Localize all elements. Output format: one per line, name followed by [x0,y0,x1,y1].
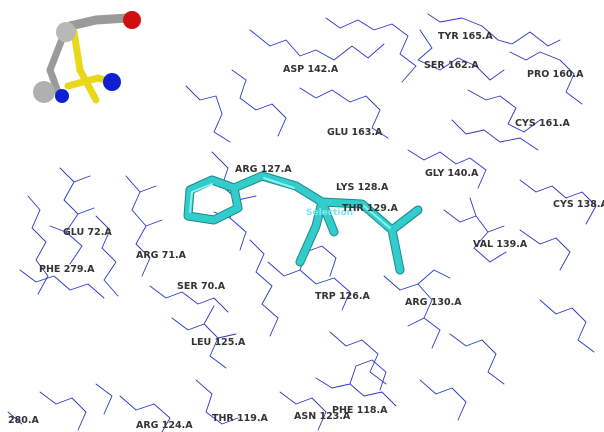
wire-trp126 [267,261,351,311]
wire-cys161 [467,89,541,133]
residue-label-arg124: ARG 124.A [136,420,193,431]
inset-bond-top [65,13,133,31]
residue-label-val139: VAL 139.A [473,239,528,250]
residue-label-asn123: ASN 123.A [294,411,351,422]
wire-bottom-right [419,379,467,421]
wire-phe279 [19,269,105,299]
residue-label-pro160: PRO 160.A [527,69,584,80]
wire-center-chain [249,239,279,337]
residue-wireframes [7,13,597,432]
wire-val139 [443,209,507,263]
residue-label-lys128: LYS 128.A [336,182,389,193]
wire-glu163 [299,87,389,139]
residue-label-arg130: ARG 130.A [405,297,462,308]
residue-label-glu163: GLU 163.A [327,127,383,138]
inset-bond-gray [46,30,68,96]
inset-gray-atom-left [33,81,55,103]
residue-label-ser70: SER 70.A [177,281,226,292]
inset-gray-atom-top [56,22,76,42]
residue-label-glu72: GLU 72.A [63,227,112,238]
wire-arg124 [119,395,171,432]
wire-bottom-left [7,383,113,425]
wire-ser70 [149,285,229,313]
residue-label-cys138: CYS 138.A [553,199,604,210]
residue-labels: TYR 165.A SER 162.A ASP 142.A PRO 160.A … [8,31,604,431]
residue-label-phe118: PHE 118.A [332,405,388,416]
residue-label-thr129: THR 129.A [342,203,398,214]
ligand-highlight [189,177,391,229]
wire-left-outer [27,195,49,295]
wire-arg130-side [407,269,451,327]
wire-far-right [539,299,595,353]
wire-phe-ring [349,359,387,391]
residue-label-arg71: ARG 71.A [136,250,187,261]
ligand-sticks[interactable] [183,171,423,275]
residue-label-280: 280.A [8,415,39,426]
wire-asp142 [249,29,385,61]
wire-asn123 [279,391,327,431]
inset-fragment [33,11,141,104]
wire-glu72-branch [49,175,95,233]
residue-label-trp126: TRP 126.A [315,291,371,302]
residue-label-leu125: LEU 125.A [191,337,246,348]
residue-label-thr119: THR 119.A [212,413,268,424]
wire-top-chain [325,17,417,83]
wire-phe118 [315,377,397,407]
inset-nitrogen-atom-left [55,89,69,103]
ligand-selection-label: Selection [306,208,353,218]
wire-right-chain [451,119,539,151]
wire-280 [39,391,87,431]
wire-arg71-branch [139,185,163,227]
wire-ser162 [417,29,505,81]
residue-label-arg127: ARG 127.A [235,164,292,175]
wire-tyr165 [427,13,561,47]
inset-nitrogen-atom-right [103,73,121,91]
wire-left-mid [95,215,119,297]
residue-label-asp142: ASP 142.A [283,64,339,75]
residue-label-tyr165: TYR 165.A [438,31,493,42]
wire-lower-right [449,333,505,385]
wire-leu-branch [203,305,237,339]
wire-pro160 [509,51,583,105]
wire-chain-b [185,85,231,143]
inset-bond-yellow [64,28,116,104]
wire-arg130 [383,275,441,349]
wire-cys138 [519,179,597,225]
wire-leu125 [171,317,227,369]
wire-thr119 [195,379,239,425]
residue-label-gly140: GLY 140.A [425,168,479,179]
wire-val-branch [469,197,505,233]
wire-right-lower [519,229,571,271]
wire-lower-center [329,331,387,385]
wire-gly140 [407,149,487,189]
wire-chain-a [231,69,287,137]
residue-label-ser162: SER 162.A [424,60,479,71]
residue-label-cys161: CYS 161.A [515,118,570,129]
inset-oxygen-atom [123,11,141,29]
residue-label-phe279: PHE 279.A [39,264,95,275]
wire-glu72 [59,167,83,265]
